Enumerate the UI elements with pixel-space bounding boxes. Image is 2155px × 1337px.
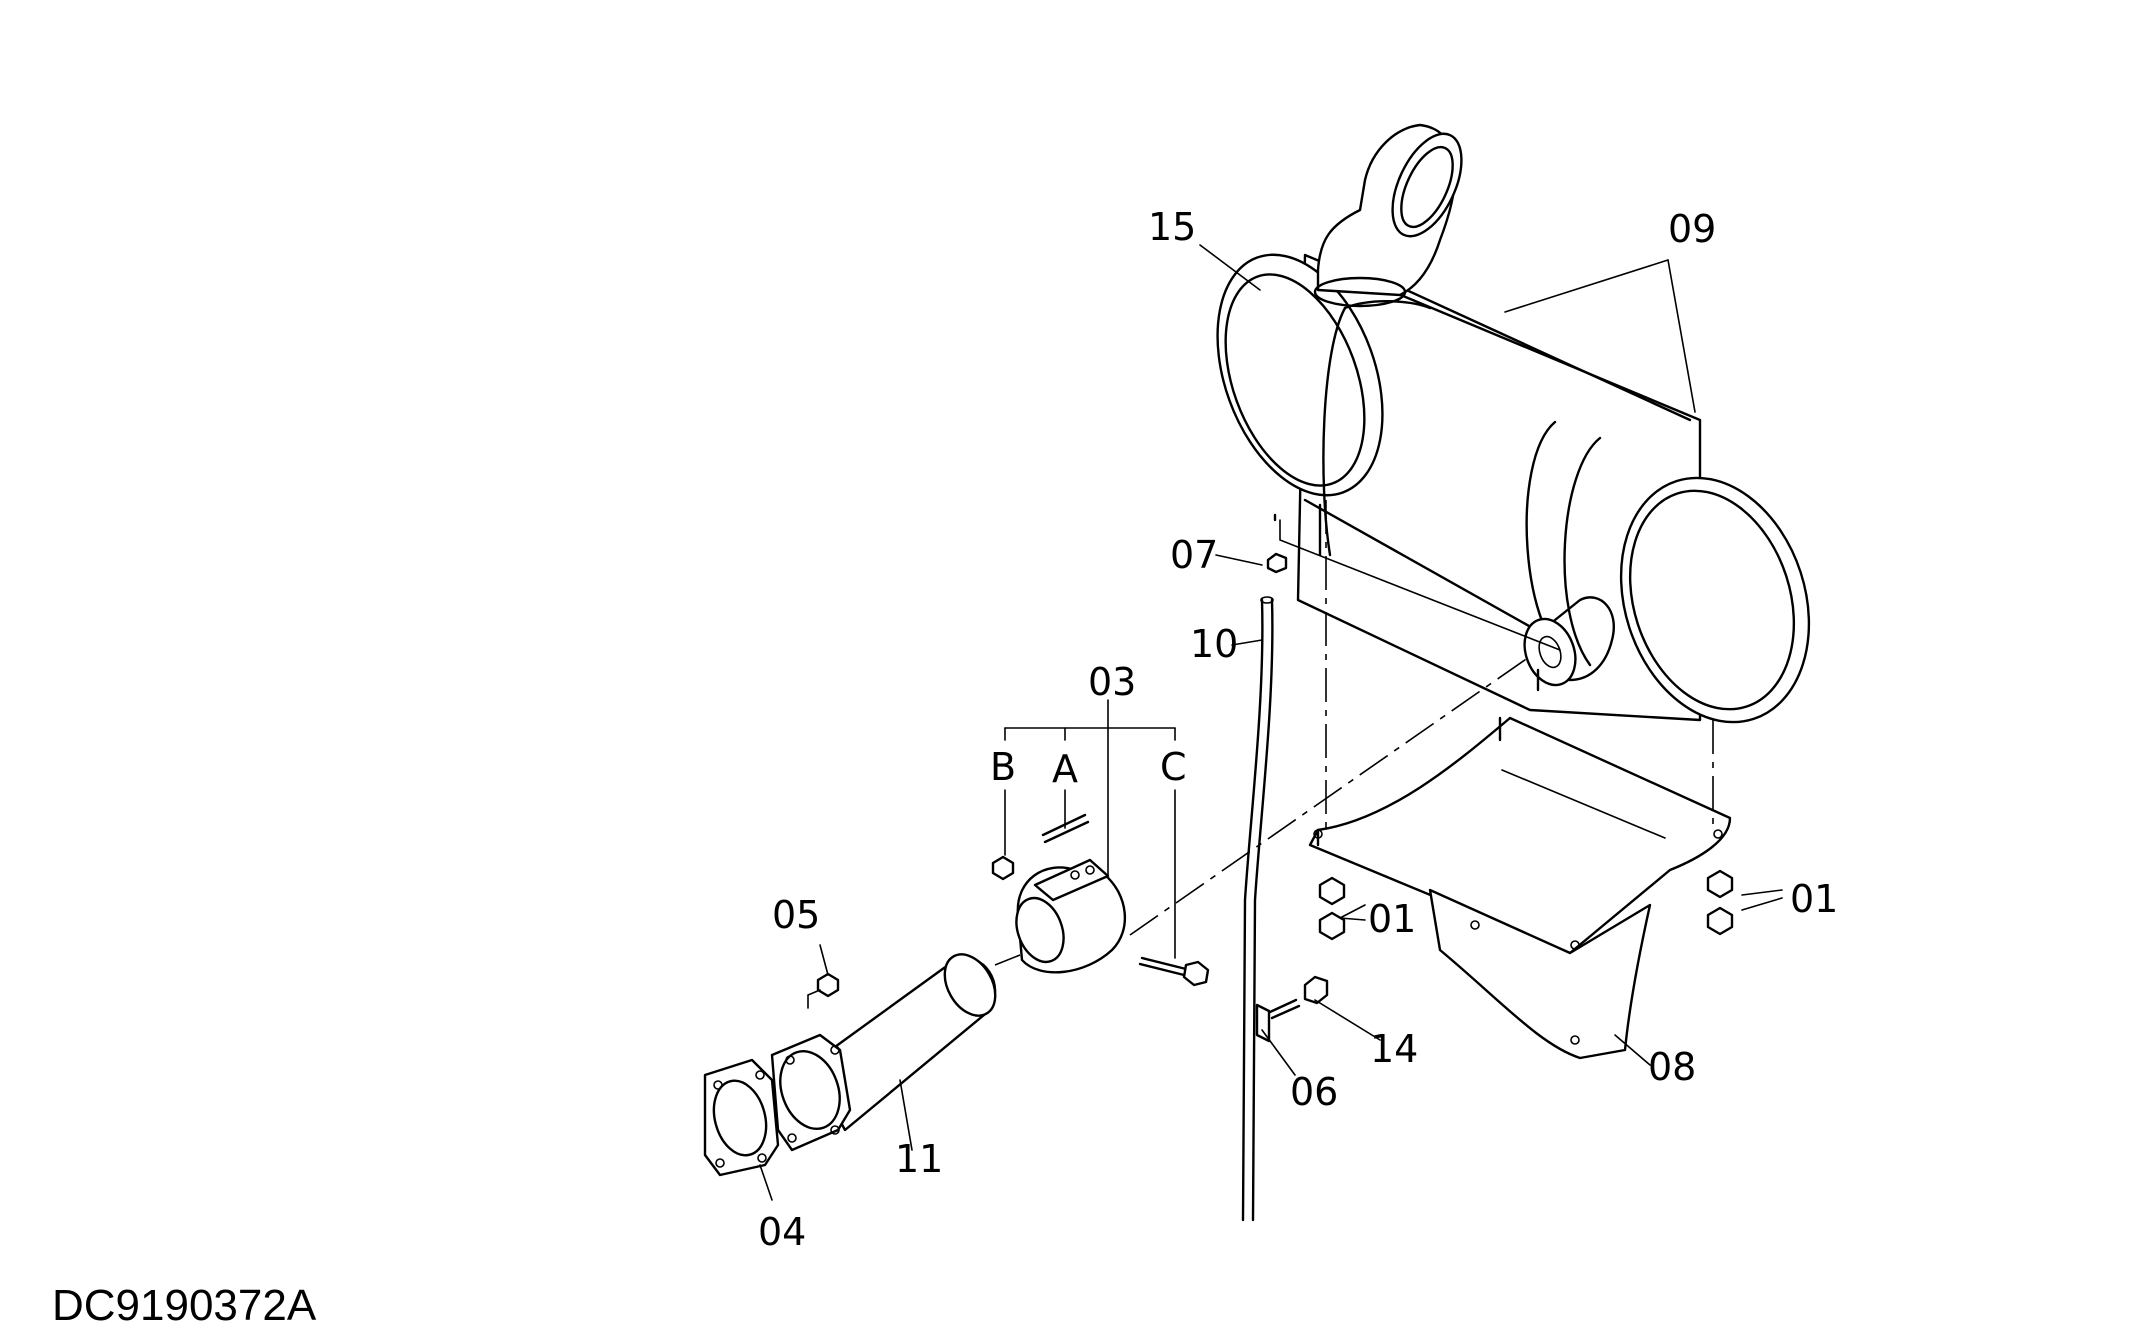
callout-09: 09 xyxy=(1668,207,1716,251)
callout-14: 14 xyxy=(1370,1027,1418,1071)
callout-C: C xyxy=(1160,745,1187,789)
bolt-c-part xyxy=(1138,956,1210,987)
leader-lines xyxy=(759,244,1783,1201)
callout-01-right: 01 xyxy=(1790,877,1838,921)
callout-B: B xyxy=(990,745,1016,789)
callout-07: 07 xyxy=(1170,533,1218,577)
muffler-part xyxy=(1216,123,1811,724)
bracket-part xyxy=(1308,716,1732,1060)
rivet-pin-part xyxy=(1041,813,1090,844)
nut-05-part xyxy=(816,972,840,998)
callout-10: 10 xyxy=(1190,622,1238,666)
callout-06: 06 xyxy=(1290,1070,1338,1114)
callout-11: 11 xyxy=(895,1137,943,1181)
pipe-part xyxy=(770,953,997,1152)
hex-nut-group-right xyxy=(1706,869,1734,936)
callout-labels: 15 09 07 10 03 B A C 05 01 01 14 06 08 1… xyxy=(758,205,1838,1254)
drain-tube-part xyxy=(1241,513,1288,1222)
callout-05: 05 xyxy=(772,893,820,937)
callout-A: A xyxy=(1052,747,1078,791)
callout-04: 04 xyxy=(758,1210,806,1254)
callout-03: 03 xyxy=(1088,660,1136,704)
hex-nut-group-left xyxy=(1318,876,1346,941)
assembly-centerline xyxy=(994,500,1714,966)
callout-01-left: 01 xyxy=(1368,897,1416,941)
callout-15: 15 xyxy=(1148,205,1196,249)
clamp-part xyxy=(1015,858,1126,974)
bolt-part xyxy=(1268,975,1329,1020)
nut-b-part xyxy=(991,855,1015,881)
drawing-code: DC9190372A xyxy=(52,1281,317,1330)
gasket-part xyxy=(703,1058,780,1177)
callout-08: 08 xyxy=(1648,1045,1696,1089)
